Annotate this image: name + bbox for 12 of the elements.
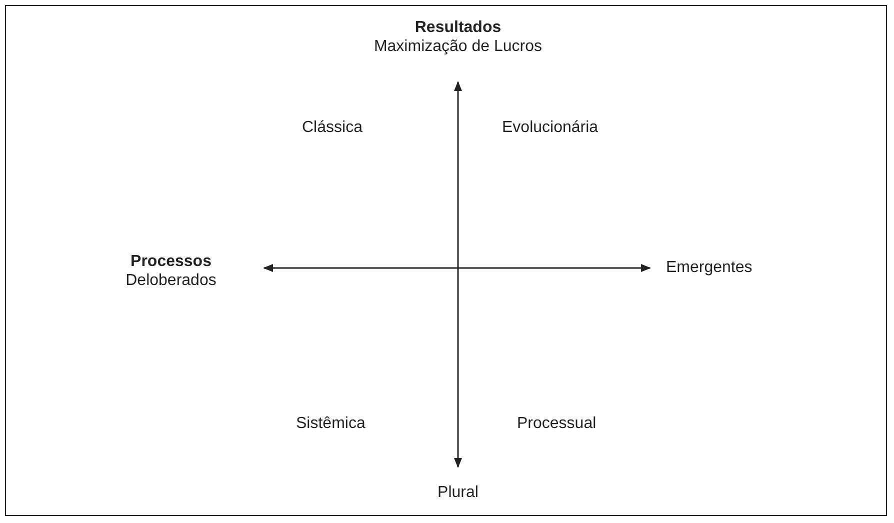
double-headed-arrow — [454, 81, 462, 468]
axis-pole-label: Maximização de Lucros — [372, 37, 544, 56]
axis-heading: Resultados — [414, 18, 502, 37]
axis-pole-label: Emergentes — [666, 258, 754, 277]
quadrant-label: Evolucionária — [502, 119, 598, 137]
quadrant-label: Clássica — [302, 119, 362, 137]
quadrant-label: Processual — [517, 415, 596, 433]
axis-pole-label: Plural — [436, 483, 480, 502]
axis-heading: Processos — [130, 252, 212, 271]
quadrant-label: Sistêmica — [296, 415, 366, 433]
double-headed-arrow — [263, 264, 651, 272]
axis-pole-label: Deloberados — [124, 271, 218, 290]
